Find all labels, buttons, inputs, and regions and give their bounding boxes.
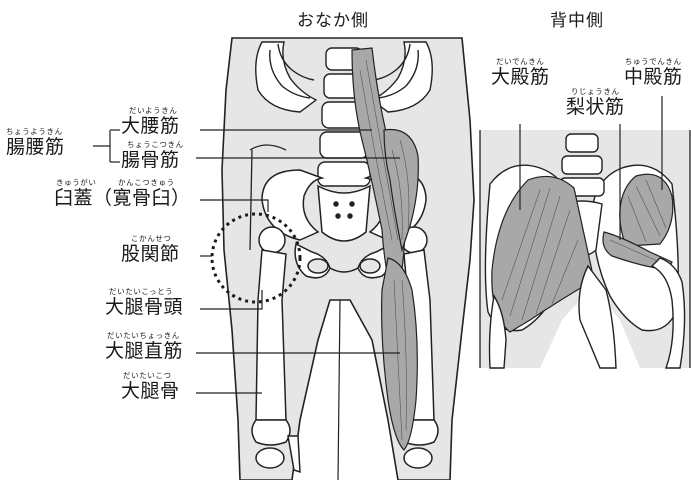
label-hip-joint: こかんせつ 股関節: [121, 235, 180, 264]
ruby-hip-joint: こかんせつ: [121, 235, 180, 243]
label-psoas-major: だいようきん 大腰筋: [121, 107, 180, 136]
ruby-iliacus: ちょうこつきん: [121, 141, 184, 149]
ruby-femoral-head: だいたいこっとう: [105, 288, 183, 296]
text-piriformis: 梨状筋: [566, 98, 625, 117]
text-iliacus: 腸骨筋: [121, 151, 184, 170]
front-view-header: おなか側: [297, 6, 369, 31]
leg-gap-line: [338, 300, 340, 480]
ruby-piriformis: りじょうきん: [566, 88, 625, 96]
text-psoas-major: 大腰筋: [121, 117, 180, 136]
label-iliopsoas: ちょうようきん 腸腰筋: [6, 128, 65, 157]
text-femur: 大腿骨: [121, 382, 180, 401]
text-iliopsoas: 腸腰筋: [6, 138, 65, 157]
text-gluteus-maximus: 大殿筋: [491, 68, 550, 87]
ruby-rectus-femoris: だいたいちょっきん: [105, 332, 183, 340]
back-view: [480, 130, 690, 368]
ruby-femur: だいたいこつ: [121, 372, 180, 380]
front-view: [212, 38, 474, 480]
label-femur: だいたいこつ 大腿骨: [121, 372, 180, 401]
label-gluteus-medius: ちゅうでんきん 中殿筋: [624, 58, 683, 87]
text-gluteus-medius: 中殿筋: [624, 68, 683, 87]
text-femoral-head: 大腿骨頭: [105, 298, 183, 317]
label-gluteus-maximus: だいでんきん 大殿筋: [491, 58, 550, 87]
text-hip-joint: 股関節: [121, 245, 180, 264]
ruby-acetabulum-a: きゅうがい: [54, 179, 118, 187]
text-rectus-femoris: 大腿直筋: [105, 342, 183, 361]
ruby-gluteus-maximus: だいでんきん: [491, 58, 550, 66]
ruby-psoas-major: だいようきん: [121, 107, 180, 115]
gluteus-medius-muscle: [620, 174, 673, 246]
back-view-header: 背中側: [550, 6, 604, 31]
ruby-gluteus-medius: ちゅうでんきん: [624, 58, 683, 66]
ruby-iliopsoas: ちょうようきん: [6, 128, 65, 136]
label-iliacus: ちょうこつきん 腸骨筋: [121, 141, 184, 170]
label-acetabulum: きゅうがいかんこつきゅう 臼蓋（寛骨臼）: [54, 179, 191, 208]
label-femoral-head: だいたいこっとう 大腿骨頭: [105, 288, 183, 317]
label-piriformis: りじょうきん 梨状筋: [566, 88, 625, 117]
label-rectus-femoris: だいたいちょっきん 大腿直筋: [105, 332, 183, 361]
ruby-acetabulum: きゅうがいかんこつきゅう: [54, 179, 191, 187]
text-acetabulum: 臼蓋（寛骨臼）: [54, 189, 191, 208]
ruby-acetabulum-b: かんこつきゅう: [118, 178, 175, 187]
